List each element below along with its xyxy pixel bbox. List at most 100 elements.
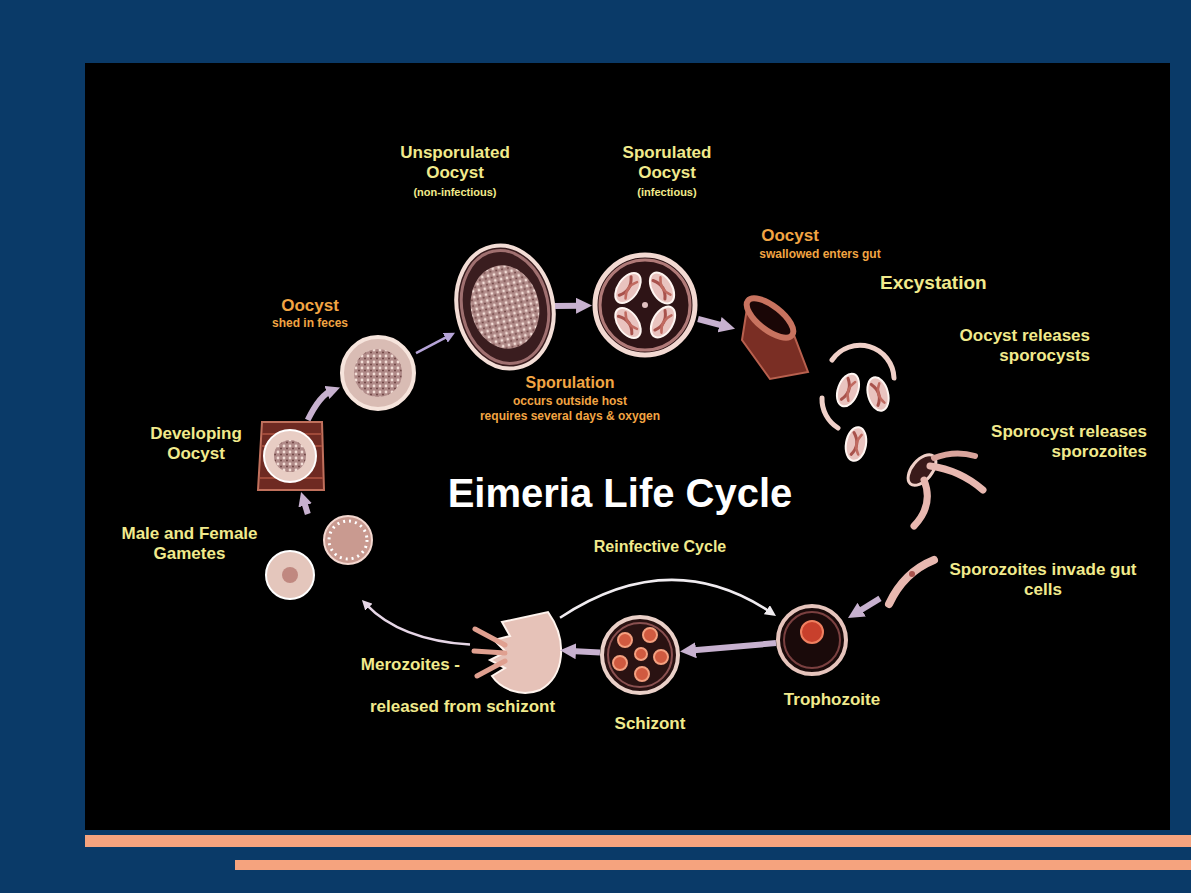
stage-note: shed in feces [262,316,358,330]
unsporulated-oocyst [451,242,559,371]
annotation-label: Sporulation [470,374,670,393]
schizont-cell [635,667,649,681]
excysting-oocyst [822,398,838,428]
schizont-cell [618,633,632,647]
stage-note: released from schizont [345,697,580,717]
burst-schizont [475,629,505,645]
life-cycle-arrow [571,651,600,653]
developing-oocyst [274,440,306,472]
sporocyst-releasing [934,453,975,458]
edge-label: Reinfective Cycle [575,538,745,557]
stage-node: Merozoites -released from schizont [470,605,560,690]
gut-tube [741,291,800,344]
trophozoite-cell [778,606,846,674]
gametes [266,551,314,599]
excysting-oocyst [864,375,892,413]
stage-node: Sporocyst releases sporozoites [895,445,985,530]
life-cycle-arrow [366,604,470,644]
background [235,860,1191,870]
background [85,63,1170,830]
sporulated-oocyst [645,268,679,307]
schizont-cell [635,648,647,660]
sporozoite [909,571,915,577]
gut-tube [741,291,808,379]
schizont-cell [608,623,672,687]
sporulated-oocyst [642,302,648,308]
trophozoite-cell [778,606,846,674]
stage-label: Developing Oocyst [140,424,252,464]
stage-note: (non-infectious) [385,186,525,199]
gametes [282,567,298,583]
excysting-oocyst [833,371,863,410]
annotation-label: requires several days & oxygen [440,409,700,423]
trophozoite-cell [801,621,823,643]
burst-schizont [474,612,561,693]
stage-node: Developing Oocyst [255,420,325,492]
life-cycle-arrow [304,501,308,514]
shed-oocyst [342,337,414,409]
stage-node: Oocystswallowed enters gut [735,296,812,382]
sporulated-oocyst [610,303,646,342]
sporozoite [889,560,934,604]
stage-node: Oocystshed in feces [340,335,416,411]
stage-label: Trophozoite [772,690,892,710]
unsporulated-oocyst [445,236,565,377]
sporulated-oocyst [610,268,646,307]
stage-note: swallowed enters gut [745,247,895,261]
life-cycle-arrow [691,643,776,651]
stage-node: Sporozoites invade gut cells [880,548,940,612]
sporulated-oocyst [595,255,695,355]
developing-oocyst [264,430,316,482]
sporulated-oocyst [600,260,690,350]
stage-label: Sporulated Oocyst [597,143,737,183]
unsporulated-oocyst [463,259,547,355]
gametes [324,516,372,564]
sporulated-oocyst [646,302,680,341]
schizont-cell [602,617,678,693]
stage-label: Sporocyst releases sporozoites [955,422,1147,462]
life-cycle-arrow [555,303,581,309]
unsporulated-oocyst [445,236,565,377]
life-cycle-arrow [698,319,724,326]
stage-note: (infectious) [597,186,737,199]
excysting-oocyst [832,345,894,378]
excysting-oocyst [822,345,894,462]
stage-node: Trophozoite [776,604,848,676]
trophozoite-cell [784,612,840,668]
stage-label: Sporozoites invade gut cells [948,560,1138,600]
sporocyst-releasing [914,480,927,526]
developing-oocyst [258,422,324,490]
stage-label: Oocyst releases sporocysts [900,326,1090,366]
stage-label: Oocyst [262,296,358,316]
sporocyst-releasing [930,466,983,490]
schizont-cell [643,628,657,642]
stage-node: Unsporulated Oocyst(non-infectious) [455,243,555,370]
background [85,835,1191,847]
stage-label: Oocyst [735,226,845,246]
shed-oocyst [354,349,402,397]
stage-label: Male and Female Gametes [112,524,267,564]
life-cycle-arrow [308,391,332,420]
stage-node: Oocyst releases sporocysts [815,345,900,470]
stage-label: Unsporulated Oocyst [385,143,525,183]
life-cycle-arrow [416,336,449,353]
burst-schizont [477,661,505,676]
life-cycle-arrow [857,598,880,612]
burst-schizont [474,651,505,653]
developing-oocyst [258,422,324,490]
diagram-title: Eimeria Life Cycle [360,470,880,517]
sporocyst-releasing [903,450,983,526]
schizont-cell [602,617,678,693]
schizont-cell [654,650,668,664]
stage-node: Sporulated Oocyst(infectious) [592,252,698,358]
stage-label: Schizont [595,714,705,734]
annotation-label: occurs outside host [440,394,700,408]
schizont-cell [613,656,627,670]
life-cycle-arrow [560,580,770,618]
sporozoite [889,560,934,604]
stage-label: Merozoites - [320,655,460,675]
gametes [266,516,372,599]
